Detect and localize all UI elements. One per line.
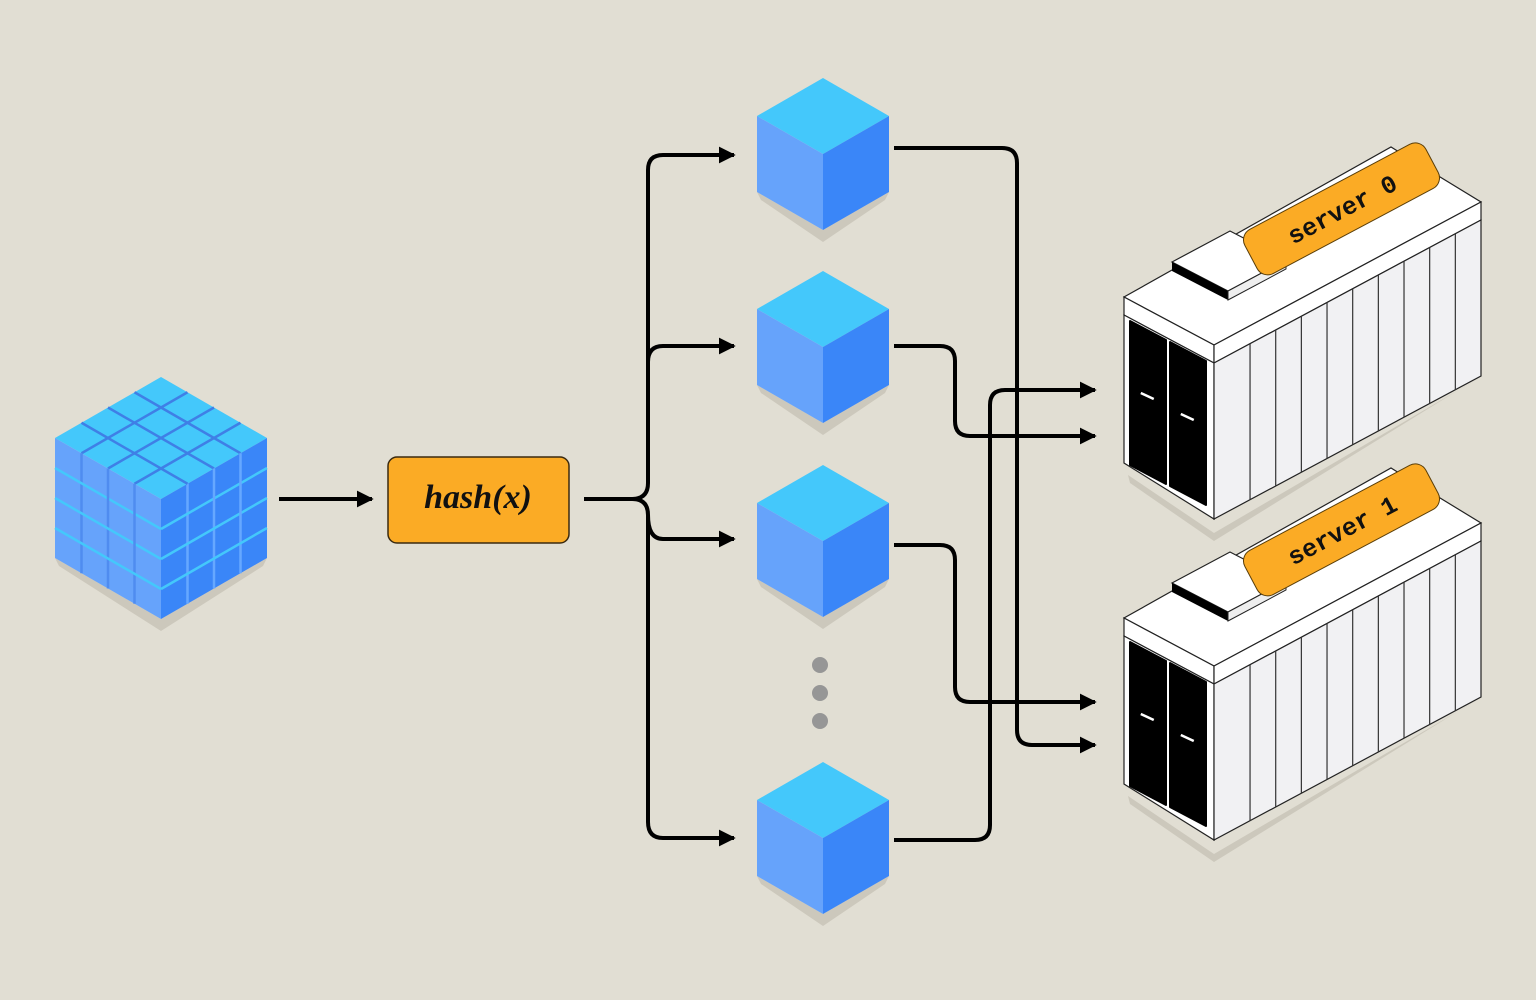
route-partition-0-to-server-1 [894,146,1097,754]
server-top-module-front [1172,583,1228,621]
server-label-bg [1242,142,1441,276]
fan-out-connectors [584,146,736,847]
route-partition-n-to-server-0 [894,381,1097,842]
route-partition-1-to-server-0 [894,344,1097,445]
connector-hash-to-partition-1 [646,337,736,363]
cube-left-face [757,503,823,617]
server-1: server 1 [1122,463,1483,862]
cube-shadow [757,579,889,629]
ellipsis-dot [812,713,828,729]
partition-cube-3 [757,762,889,926]
cube-left-face [757,309,823,423]
source-dataset-cube [54,377,268,631]
server-top-module-front [1172,262,1228,300]
partition-cube-0 [757,78,889,242]
ellipsis-more-partitions [812,657,828,729]
cube-shadow [757,876,889,926]
ellipsis-dot [812,657,828,673]
server-door-1 [1169,662,1207,827]
cube-right-face [823,503,889,617]
server-door-handle [1180,733,1195,743]
connector-hash-to-partition-0 [584,146,736,501]
partition-cube-2 [757,465,889,629]
server-door-0 [1129,320,1167,485]
server-door-0 [1129,641,1167,806]
ellipsis-dot [812,685,828,701]
server-door-1 [1169,341,1207,506]
server-side-face [1213,218,1482,521]
hash-function-label: hash(x) [424,479,532,516]
cube-left-face [757,800,823,914]
server-label-bg [1242,463,1441,597]
routing-connectors [894,146,1097,842]
cube-left-face [757,116,823,230]
server-door-handle [1180,412,1195,422]
source-cube-grid-lines [54,391,268,604]
server-door-handle [1140,712,1155,722]
server-side-face [1213,539,1482,842]
cube-shadow [757,192,889,242]
partition-cubes [757,78,889,926]
server-door-handle [1140,391,1155,401]
route-partition-2-to-server-1 [894,543,1097,711]
connector-hash-to-partition-n [646,515,736,847]
cube-right-face [823,309,889,423]
cube-right-face [823,116,889,230]
cube-shadow [757,385,889,435]
hash-function-box: hash(x) [387,456,570,544]
cube-right-face [823,800,889,914]
partition-cube-1 [757,271,889,435]
